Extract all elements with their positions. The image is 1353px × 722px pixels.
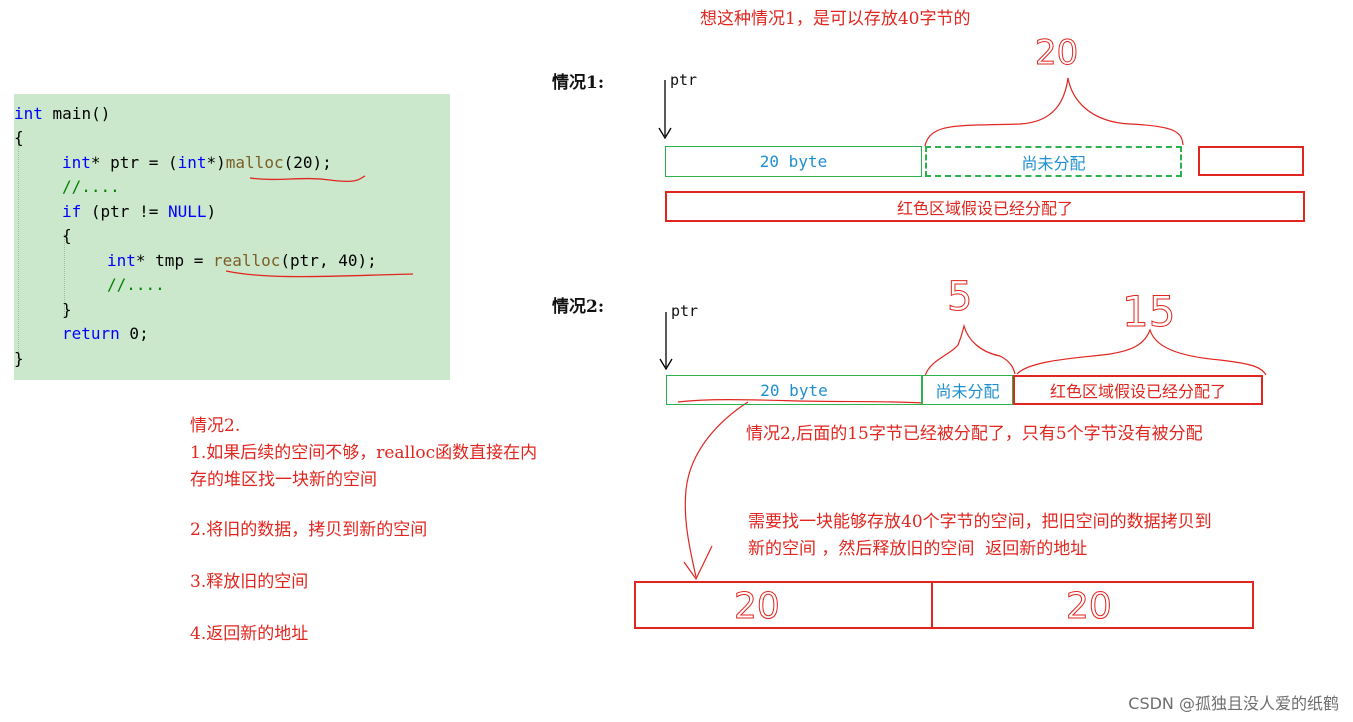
relocation-note: 需要找一块能够存放40个字节的空间，把旧空间的数据拷贝到 新的空间 ，然后释放旧… bbox=[748, 512, 1212, 559]
case2-unallocated-block: 尚未分配 bbox=[922, 375, 1013, 405]
code-line: return 0; bbox=[62, 324, 149, 343]
steps-title: 情况2. bbox=[190, 416, 241, 436]
handwritten-15: 15 bbox=[1122, 287, 1175, 336]
brace-case1 bbox=[924, 77, 1184, 147]
step-4: 4.返回新的地址 bbox=[190, 624, 309, 644]
code-comment: //.... bbox=[107, 275, 165, 294]
code-line: { bbox=[62, 226, 72, 245]
case1-allocated-other bbox=[1198, 146, 1304, 176]
code-line: if (ptr != NULL) bbox=[62, 202, 217, 221]
code-panel: int main() { int* ptr = (int*)malloc(20)… bbox=[14, 94, 450, 380]
case1-allocated-block: 20 byte bbox=[665, 146, 922, 177]
code-line: int main() bbox=[14, 104, 111, 123]
watermark: CSDN @孤独且没人爱的纸鹤 bbox=[1128, 694, 1339, 713]
top-note: 想这种情况1，是可以存放40字节的 bbox=[700, 9, 971, 29]
case2-note: 情况2,后面的15字节已经被分配了，只有5个字节没有被分配 bbox=[746, 424, 1203, 444]
case2-ptr: ptr bbox=[671, 302, 699, 320]
handwritten-new-left: 20 bbox=[734, 586, 780, 627]
handwritten-new-right: 20 bbox=[1066, 586, 1112, 627]
indent-guide bbox=[18, 136, 19, 366]
code-line: int* ptr = (int*)malloc(20); bbox=[62, 153, 332, 172]
new-block-right bbox=[931, 581, 1254, 629]
step-1: 1.如果后续的空间不够，realloc函数直接在内 存的堆区找一块新的空间 bbox=[190, 443, 538, 490]
move-arrow bbox=[684, 401, 749, 578]
step-3: 3.释放旧的空间 bbox=[190, 572, 309, 592]
brace-case2-b bbox=[1016, 328, 1267, 376]
case2-allocated-block: 20 byte bbox=[666, 375, 922, 405]
case2-red-region: 红色区域假设已经分配了 bbox=[1013, 375, 1263, 405]
step-2: 2.将旧的数据，拷贝到新的空间 bbox=[190, 520, 428, 540]
case2-label: 情况2: bbox=[552, 297, 605, 317]
code-line: } bbox=[14, 349, 24, 368]
case1-red-region: 红色区域假设已经分配了 bbox=[665, 191, 1305, 222]
case1-label: 情况1: bbox=[552, 73, 605, 93]
indent-guide bbox=[64, 234, 65, 316]
brace-case2-a bbox=[924, 323, 1016, 377]
code-comment: //.... bbox=[62, 177, 120, 196]
new-block-left bbox=[634, 581, 933, 629]
handwritten-20: 20 bbox=[1035, 33, 1078, 73]
case1-ptr: ptr bbox=[670, 71, 698, 89]
case1-unallocated-block: 尚未分配 bbox=[925, 146, 1182, 177]
underline-malloc bbox=[249, 175, 366, 182]
handwritten-5: 5 bbox=[947, 274, 972, 320]
code-line: } bbox=[62, 300, 72, 319]
code-line: { bbox=[14, 128, 24, 147]
code-line: int* tmp = realloc(ptr, 40); bbox=[107, 251, 377, 270]
underline-realloc bbox=[225, 270, 414, 278]
